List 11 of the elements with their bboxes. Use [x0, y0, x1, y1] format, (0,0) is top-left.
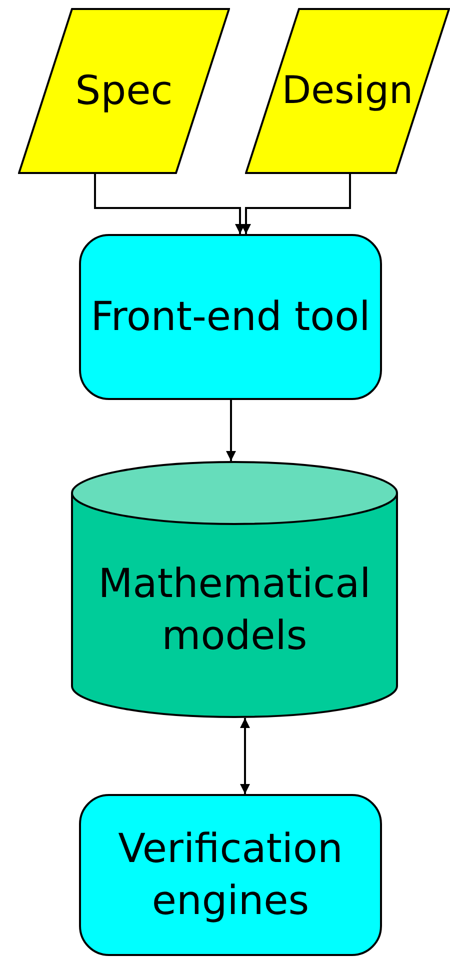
arrow	[94, 174, 245, 234]
node-label: Verification engines	[117, 825, 344, 926]
process-box	[79, 794, 382, 956]
node-label: Front-end tool	[90, 293, 372, 342]
process-box	[79, 234, 382, 400]
arrow	[240, 718, 250, 794]
node-label: Spec	[74, 67, 174, 116]
node-label: Design	[280, 67, 414, 114]
node-label: Mathematical models	[97, 560, 372, 660]
arrow	[226, 400, 236, 461]
arrow	[241, 174, 351, 234]
